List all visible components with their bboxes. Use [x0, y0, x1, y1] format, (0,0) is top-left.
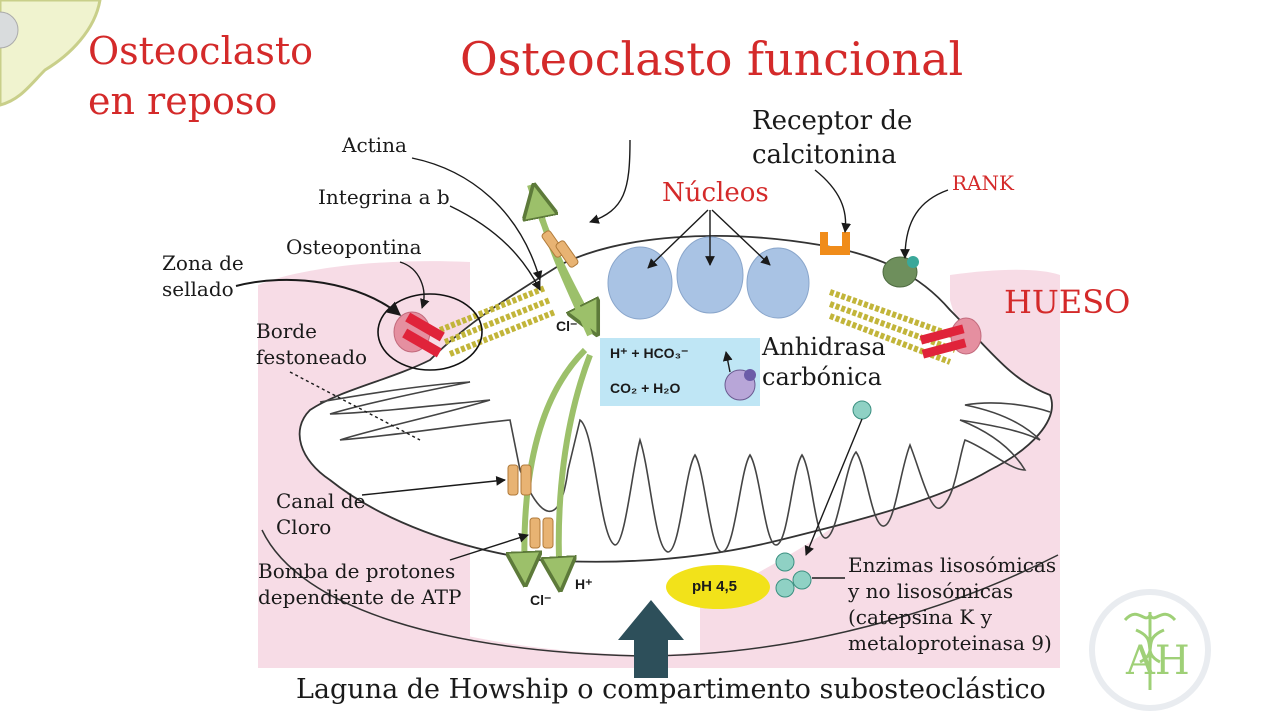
nucleus-3: [746, 247, 810, 319]
lysosomal-enzymes: [775, 400, 872, 598]
label-canal-line-1: Canal de: [276, 489, 366, 513]
proton-ion: H⁺: [575, 576, 593, 592]
label-nucleos: Núcleos: [662, 178, 769, 208]
label-pointers: [235, 139, 949, 561]
proton-pump: [529, 517, 554, 549]
actin-filaments-right: [828, 289, 962, 365]
label-anhidrasa-line-1: Anhidrasa: [762, 333, 886, 361]
howship-lacuna-arrow: [618, 600, 684, 678]
actin-filaments-left: [438, 285, 557, 357]
label-zona-line-2: sellado: [162, 277, 234, 301]
label-enzimas-line-1: Enzimas lisosómicas: [848, 553, 1057, 577]
ruffled-border: [319, 381, 1051, 553]
label-bomba-line-1: Bomba de protones: [258, 559, 456, 583]
label-receptor-line-2: calcitonina: [752, 140, 897, 170]
label-canal-cloro: Canal de Cloro: [276, 488, 365, 540]
chloride-ion-bottom: Cl⁻: [530, 592, 552, 608]
label-bomba-protones: Bomba de protones dependiente de ATP: [258, 558, 461, 610]
label-borde-line-2: festoneado: [256, 345, 368, 369]
title-resting-osteoclast: Osteoclasto en reposo: [88, 26, 313, 126]
title-resting-line-1: Osteoclasto: [88, 29, 314, 73]
label-receptor-calcitonina: Receptor de calcitonina: [752, 104, 912, 172]
label-hueso: HUESO: [1004, 283, 1131, 321]
label-borde-line-1: Borde: [256, 319, 317, 343]
acidic-ph-zone: [666, 565, 770, 609]
university-logo-ring: [1089, 589, 1211, 711]
reaction-products: H⁺ + HCO₃⁻: [610, 345, 689, 361]
calcitonin-receptor: [820, 232, 850, 255]
sealing-zone-highlight-circle: [377, 293, 483, 371]
title-functional-osteoclast: Osteoclasto funcional: [460, 32, 964, 86]
label-laguna-howship: Laguna de Howship o compartimento subost…: [296, 674, 1046, 705]
chloride-channel: [507, 464, 532, 496]
title-resting-line-2: en reposo: [88, 79, 278, 123]
transport-arrows: [524, 185, 595, 585]
sealing-zone-left: [393, 311, 445, 358]
label-zona-sellado: Zona de sellado: [162, 250, 244, 302]
sealing-zone-right: [919, 317, 982, 359]
caduceus-icon: [1123, 611, 1177, 690]
nucleus-1: [607, 246, 673, 320]
enzyme-connector: [804, 418, 863, 556]
label-bomba-line-2: dependiente de ATP: [258, 585, 462, 609]
resting-nucleus: [0, 11, 19, 49]
label-integrina: Integrina a b: [318, 185, 450, 209]
label-enzimas-line-4: metaloproteinasa 9): [848, 631, 1052, 655]
label-anhidrasa-carbonica: Anhidrasa carbónica: [762, 332, 886, 392]
label-enzimas-line-2: y no lisosómicas: [848, 579, 1014, 603]
label-anhidrasa-line-2: carbónica: [762, 363, 882, 391]
apical-channel: [541, 230, 579, 268]
label-osteopontina: Osteopontina: [286, 235, 422, 259]
bone-matrix-bottom: [258, 520, 1060, 668]
label-borde-festoneado: Borde festoneado: [256, 318, 367, 370]
chloride-ion-top: Cl⁻: [556, 318, 578, 334]
ph-value: pH 4,5: [692, 578, 738, 595]
label-rank: RANK: [952, 171, 1014, 195]
label-actina: Actina: [342, 133, 407, 157]
resting-osteoclast-shape: [0, 0, 102, 107]
university-logo-text: AH: [1126, 638, 1190, 684]
anhydrase-pointer: [722, 351, 733, 373]
reaction-reactants: CO₂ + H₂O: [610, 380, 681, 396]
label-enzimas: Enzimas lisosómicas y no lisosómicas (ca…: [848, 552, 1056, 656]
label-enzimas-line-3: (catepsina K y: [848, 605, 993, 629]
label-receptor-line-1: Receptor de: [752, 106, 913, 136]
label-canal-line-2: Cloro: [276, 515, 332, 539]
label-zona-line-1: Zona de: [162, 251, 244, 275]
